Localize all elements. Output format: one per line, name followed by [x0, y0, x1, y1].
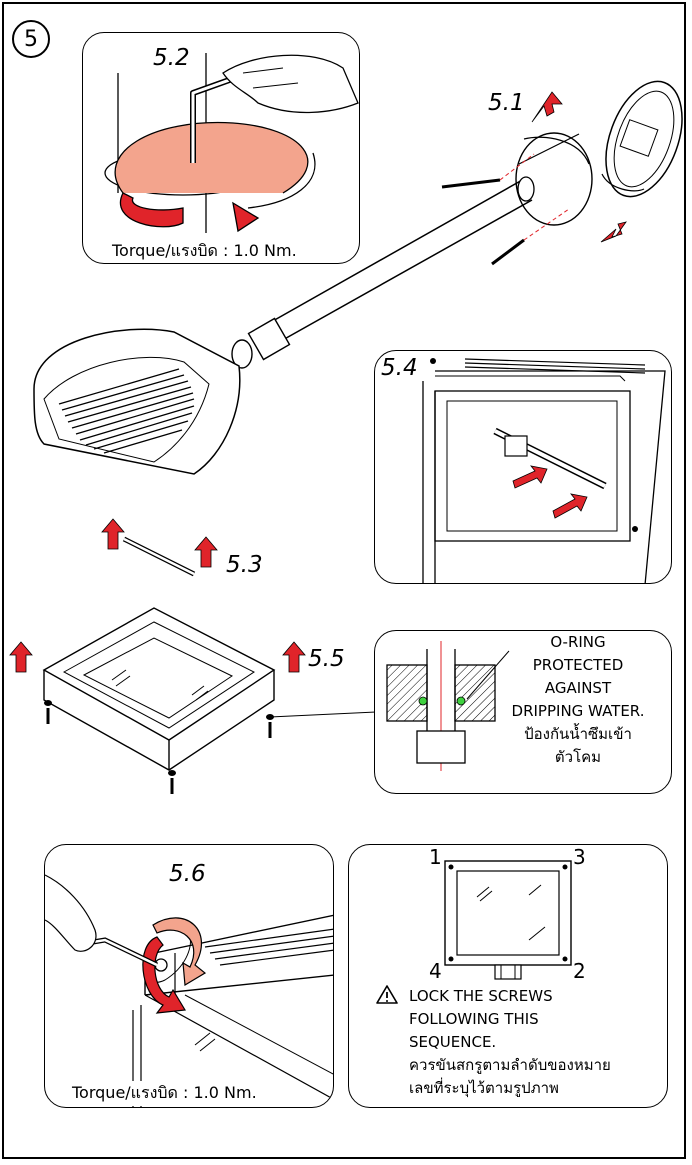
oring-note-line3: AGAINST: [544, 679, 612, 697]
red-arrow-icon: [194, 536, 218, 568]
hand-illustration: [45, 874, 97, 952]
oring-note: O-RING PROTECTED AGAINST DRIPPING WATER.…: [485, 631, 671, 769]
panel-5-6: 5.6 Torque/แรงบิด : 1.0 Nm.: [44, 844, 334, 1108]
warning-icon: [376, 985, 398, 1004]
red-arrow-icon: [282, 641, 306, 673]
torque-label-bottom: Torque/แรงบิด : 1.0 Nm.: [69, 1081, 260, 1106]
hex-key-rotation-illustration: [104, 53, 359, 233]
sequence-number-3: 3: [573, 845, 586, 869]
panel-screw-sequence: 1 3 4 2 LOCK THE SCREWS FOLLOWING THIS S…: [348, 844, 668, 1108]
panel-5-2: 5.2 Torque/แรงบิด : 1.0 Nm.: [82, 32, 360, 264]
step-label-5-2: 5.2: [153, 45, 190, 71]
step-label-5-4: 5.4: [381, 355, 418, 381]
step-label-5-5: 5.5: [308, 646, 345, 672]
red-arrow-icon: [552, 493, 588, 519]
lock-note-line1: LOCK THE SCREWS: [409, 987, 553, 1005]
red-arrow-icon: [600, 221, 627, 243]
red-arrow-icon: [531, 91, 563, 123]
sequence-number-4: 4: [429, 959, 442, 983]
lock-note-line4: ควรขันสกรูตามลำดับของหมาย: [409, 1056, 611, 1074]
step-label-5-1: 5.1: [488, 90, 525, 116]
rotation-arrow-icon: [152, 917, 207, 987]
panel-5-4: 5.4: [374, 350, 672, 584]
step-label-5-3: 5.3: [226, 552, 263, 578]
step-label-5-6: 5.6: [169, 861, 206, 887]
panel-oring-detail: O-RING PROTECTED AGAINST DRIPPING WATER.…: [374, 630, 672, 794]
oring-note-line5: ป้องกันน้ำซึมเข้า: [524, 725, 632, 743]
lock-note-line5: เลขที่ระบุไว้ตามรูปภาพ: [409, 1079, 559, 1097]
fixture-illustration: [33, 80, 683, 577]
lock-note: LOCK THE SCREWS FOLLOWING THIS SEQUENCE.…: [409, 985, 665, 1100]
red-arrow-icon: [512, 465, 548, 489]
frame-screw-tightening-illustration: [45, 874, 333, 1107]
lock-note-line3: SEQUENCE.: [409, 1033, 497, 1051]
oring-note-line4: DRIPPING WATER.: [511, 702, 645, 720]
oring-section-illustration: [386, 641, 510, 771]
oring-note-line1: O-RING: [550, 633, 606, 651]
rotation-arrow-icon: [114, 121, 309, 194]
lens-frame-illustration: [9, 607, 377, 794]
sequence-number-1: 1: [429, 845, 442, 869]
red-arrow-icon: [101, 518, 125, 550]
oring-note-line2: PROTECTED: [532, 656, 624, 674]
step-number-badge: 5: [12, 20, 50, 58]
red-arrow-icon: [9, 641, 33, 673]
screw-sequence-illustration: [376, 860, 572, 1004]
oring-note-line6: ตัวโคม: [554, 748, 602, 766]
sequence-number-2: 2: [573, 959, 586, 983]
cooling-fins: [58, 368, 195, 454]
hinge-pin-detail-illustration: [422, 358, 666, 583]
lock-note-line2: FOLLOWING THIS: [409, 1010, 539, 1028]
torque-label-top: Torque/แรงบิด : 1.0 Nm.: [109, 239, 300, 263]
